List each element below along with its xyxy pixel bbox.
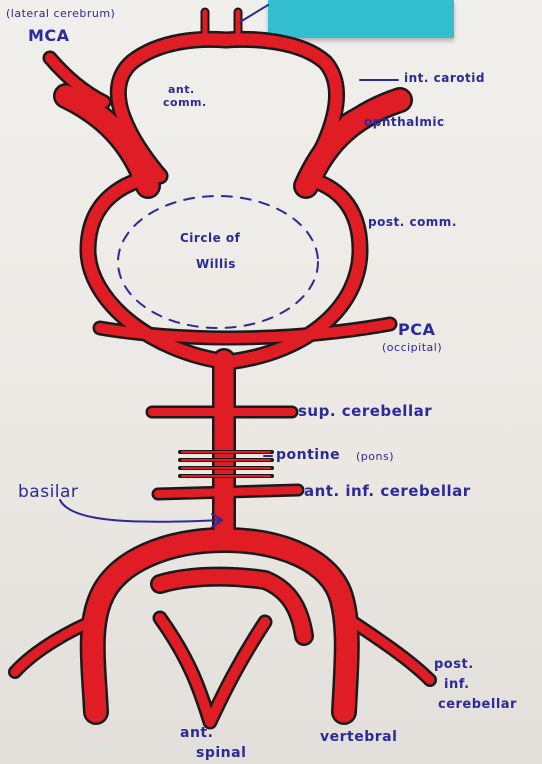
pontine-branches bbox=[178, 450, 274, 478]
sticky-note bbox=[268, 0, 454, 38]
post-inf-cerebellar-label-2: inf. bbox=[444, 677, 470, 692]
basilar-pointer bbox=[59, 499, 223, 523]
vertebral-label: vertebral bbox=[320, 729, 398, 745]
occipital-label: (occipital) bbox=[382, 341, 443, 354]
post-comm-label: post. comm. bbox=[368, 215, 457, 229]
ant-spinal-label-2: spinal bbox=[196, 745, 247, 761]
sticky-pointer bbox=[239, 4, 269, 23]
basilar-arrowhead bbox=[211, 513, 223, 528]
post-inf-cerebellar-label-3: cerebellar bbox=[438, 697, 517, 712]
ant-spinal-label-1: ant. bbox=[180, 725, 214, 741]
pca-label: PCA bbox=[398, 320, 436, 339]
circle-of-willis-label-2: Willis bbox=[196, 257, 236, 271]
int-carotid-label: int. carotid bbox=[404, 71, 485, 85]
pontine-label: pontine bbox=[276, 447, 341, 463]
ant-comm-label-2: comm. bbox=[163, 96, 207, 109]
circle-of-willis-label-1: Circle of bbox=[180, 231, 241, 245]
sup-cerebellar-label: sup. cerebellar bbox=[298, 402, 433, 420]
ant-comm-label-1: ant. bbox=[168, 83, 195, 96]
pons-label: (pons) bbox=[356, 450, 394, 463]
basilar-label: basilar bbox=[18, 482, 79, 502]
post-inf-cerebellar-label-1: post. bbox=[434, 657, 474, 672]
lateral-cerebrum-label: (lateral cerebrum) bbox=[6, 7, 116, 20]
circle-of-willis-outline bbox=[117, 195, 319, 329]
mca-label: MCA bbox=[28, 26, 70, 45]
ophthalmic-label: ophthalmic bbox=[364, 115, 445, 129]
ant-inf-cerebellar-label: ant. inf. cerebellar bbox=[304, 482, 471, 500]
